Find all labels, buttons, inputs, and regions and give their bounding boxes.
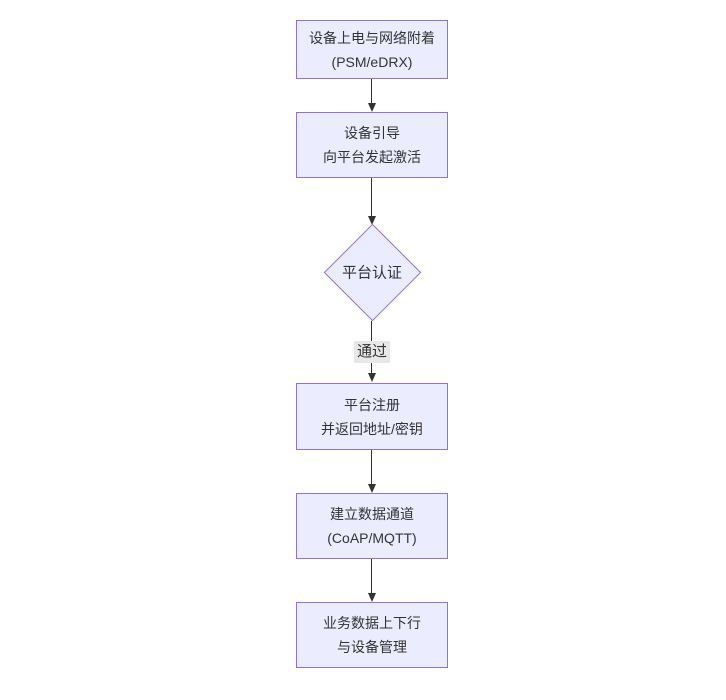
node-label-line: 建立数据通道 xyxy=(330,506,414,522)
edge-arrowhead-icon xyxy=(368,216,376,225)
edge-line xyxy=(371,450,372,484)
edge-arrowhead-icon xyxy=(368,103,376,112)
flow-node-register: 平台注册 并返回地址/密钥 xyxy=(296,383,448,450)
node-label-line: (PSM/eDRX) xyxy=(331,53,413,70)
node-label-line: 与设备管理 xyxy=(337,639,407,655)
flow-node-data-channel: 建立数据通道 (CoAP/MQTT) xyxy=(296,493,448,559)
edge-line xyxy=(371,178,372,216)
edge-label-pass: 通过 xyxy=(353,341,391,363)
edge-arrowhead-icon xyxy=(368,593,376,602)
decision-node-label: 平台认证 xyxy=(341,264,403,282)
node-label-line: 并返回地址/密钥 xyxy=(321,420,423,437)
node-label-line: 业务数据上下行 xyxy=(323,615,421,631)
flow-node-bootstrap: 设备引导 向平台发起激活 xyxy=(296,112,448,178)
flow-node-business: 业务数据上下行 与设备管理 xyxy=(296,602,448,668)
node-label-line: 向平台发起激活 xyxy=(323,149,421,165)
node-label-line: 设备引导 xyxy=(344,125,400,141)
edge-line xyxy=(371,559,372,593)
flow-node-power-attach: 设备上电与网络附着 (PSM/eDRX) xyxy=(296,20,448,79)
edge-arrowhead-icon xyxy=(368,484,376,493)
node-label-line: (CoAP/MQTT) xyxy=(327,530,417,546)
edge-arrowhead-icon xyxy=(368,373,376,382)
edge-line xyxy=(371,79,372,103)
node-label-line: 设备上电与网络附着 xyxy=(309,29,435,46)
node-label-line: 平台注册 xyxy=(344,396,400,413)
